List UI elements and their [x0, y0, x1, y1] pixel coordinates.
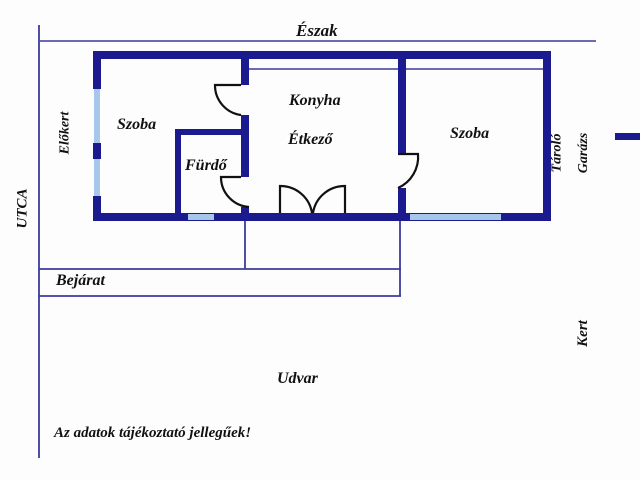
wall-bath-left — [175, 129, 181, 221]
door-bathroom — [219, 175, 250, 209]
label-tarolo: Tároló — [549, 133, 565, 173]
window-bottom-1 — [188, 214, 214, 220]
wall-dining-bottom-left — [249, 213, 280, 221]
house-outer-walls — [93, 51, 551, 221]
wall-int-v2-top — [398, 51, 406, 154]
garage-marker-bar — [615, 133, 640, 140]
label-room-left: Szoba — [117, 116, 157, 133]
wall-int-v1-top — [241, 51, 249, 85]
door-dining-yard-right — [311, 184, 347, 214]
door-dining-yard-left — [278, 184, 314, 214]
window-bottom-3 — [410, 214, 501, 220]
wall-int-v2-bottom — [398, 188, 406, 221]
wall-bath-top — [175, 129, 249, 135]
door-left-room-kitchen — [213, 83, 242, 117]
site-boundary-lines — [38, 25, 596, 458]
label-garazs: Garázs — [576, 132, 592, 174]
doors — [213, 83, 420, 214]
label-udvar: Udvar — [277, 370, 318, 387]
label-elokert: Előkert — [57, 111, 73, 155]
wall-left-a — [93, 51, 101, 89]
window-left-upper — [94, 89, 100, 143]
label-kert: Kert — [574, 320, 591, 347]
label-north: Észak — [296, 21, 338, 40]
disclaimer-note: Az adatok tájékoztató jellegűek! — [54, 425, 252, 441]
entrance-box — [39, 220, 401, 297]
label-kitchen: Konyha — [289, 92, 341, 109]
label-bathroom: Fürdő — [185, 157, 227, 174]
label-bejarat: Bejárat — [56, 272, 105, 289]
wall-dining-bottom-right — [345, 213, 398, 221]
wall-bottom — [93, 213, 551, 221]
wall-int-v1-bottom — [241, 207, 249, 221]
wall-right — [543, 51, 551, 221]
wall-int-v1-mid — [241, 115, 249, 177]
wall-top — [93, 51, 551, 59]
window-left-lower — [94, 159, 100, 196]
label-dining: Étkező — [288, 131, 333, 148]
label-room-right: Szoba — [450, 125, 490, 142]
wall-left-b — [93, 143, 101, 159]
label-utca: UTCA — [14, 188, 31, 229]
door-right-room — [397, 152, 420, 190]
wall-left-c — [93, 196, 101, 221]
interior-walls — [175, 51, 543, 221]
